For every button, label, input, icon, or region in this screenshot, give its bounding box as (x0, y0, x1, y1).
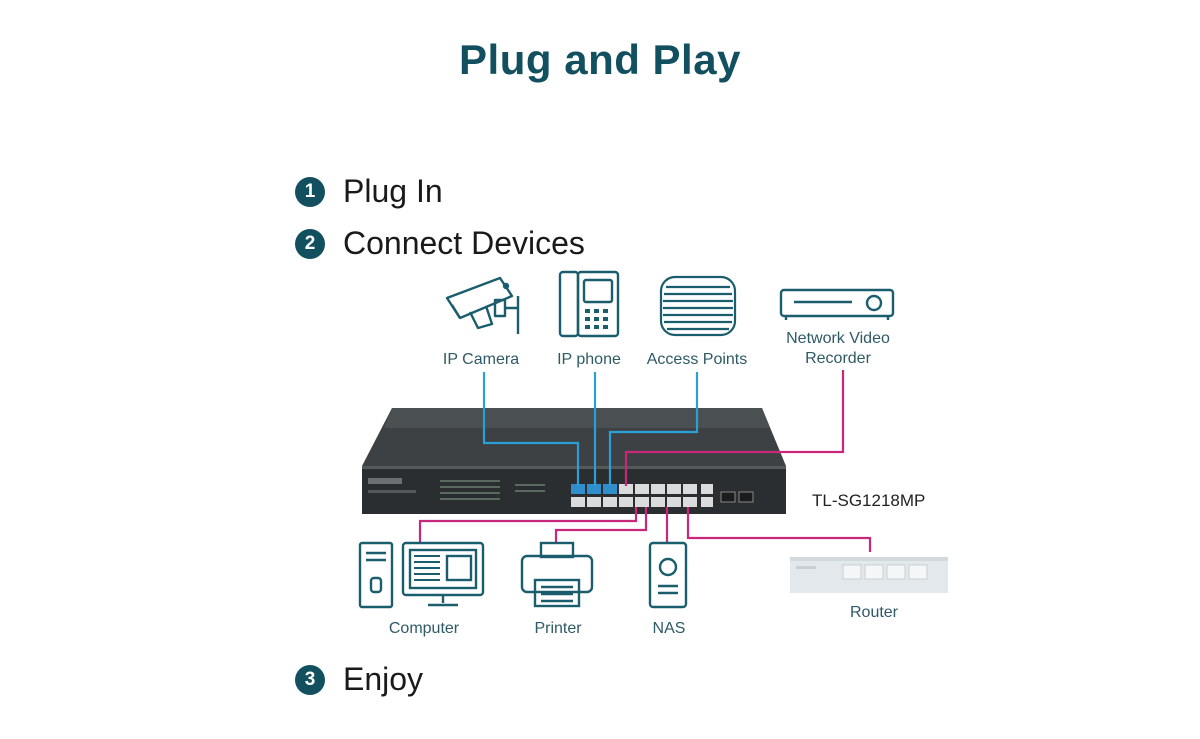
ap-link (608, 372, 699, 486)
printer-icon (520, 541, 594, 608)
router-link (686, 507, 872, 552)
nas-label: NAS (653, 620, 686, 637)
poe-links (482, 372, 699, 486)
ip-phone-label: IP phone (557, 351, 621, 368)
data-links (418, 370, 872, 552)
nas-icon (648, 541, 688, 609)
camera-link (482, 372, 580, 486)
step-number-badge: 3 (295, 664, 325, 695)
step-label: Enjoy (343, 661, 424, 697)
computer-label: Computer (389, 620, 460, 637)
printer-label: Printer (534, 620, 582, 637)
router-icon (790, 557, 948, 593)
nvr-icon (779, 288, 895, 320)
step-number-badge: 1 (295, 176, 325, 207)
step-number-badge: 2 (295, 228, 325, 259)
step-label: Plug In (343, 173, 443, 209)
router-label: Router (850, 604, 899, 621)
step-connect-devices: 2 Connect Devices (295, 225, 585, 262)
nvr-link (624, 370, 845, 486)
ip-camera-icon (445, 276, 520, 334)
page-title: Plug and Play (459, 36, 741, 83)
ip-phone-icon (558, 270, 620, 338)
nvr-label-line1: Network Video (786, 330, 890, 347)
step-label: Connect Devices (343, 225, 585, 261)
printer-link (554, 507, 648, 542)
computer-icon (358, 541, 485, 609)
computer-link (418, 507, 638, 542)
step-plug-in: 1 Plug In (295, 173, 443, 210)
step-enjoy: 3 Enjoy (295, 661, 423, 698)
nvr-label-line2: Recorder (805, 350, 871, 367)
access-points-label: Access Points (647, 351, 747, 368)
switch-model-label: TL-SG1218MP (812, 491, 925, 510)
switch-device (362, 408, 786, 514)
access-point-icon (659, 275, 737, 337)
ip-camera-label: IP Camera (443, 351, 519, 368)
